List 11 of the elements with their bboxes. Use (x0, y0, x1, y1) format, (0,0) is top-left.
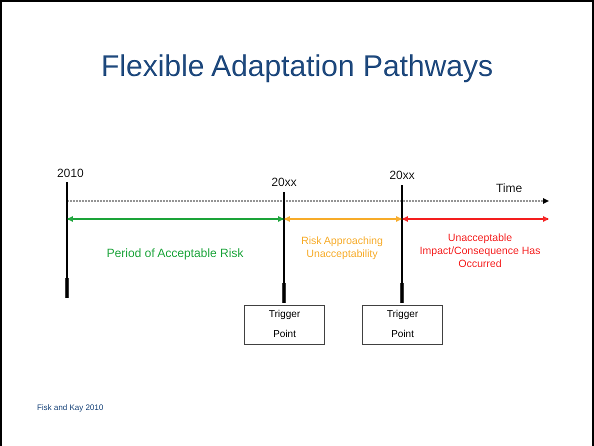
trigger-point-box: Trigger Point (362, 305, 443, 345)
period-label: Period of Acceptable Risk (106, 246, 244, 261)
year-label: 2010 (57, 166, 84, 181)
slide-title: Flexible Adaptation Pathways (100, 49, 494, 85)
year-label: 20xx (270, 175, 298, 190)
period-label: Unacceptable Impact/Consequence Has Occurred (418, 232, 542, 272)
trigger-point-box: Trigger Point (244, 305, 325, 345)
source-caption: Fisk and Kay 2010 (37, 403, 104, 413)
period-label: Risk Approaching Unacceptability (300, 235, 384, 262)
year-label: 20xx (388, 168, 416, 183)
axis-label: Time (496, 181, 522, 196)
